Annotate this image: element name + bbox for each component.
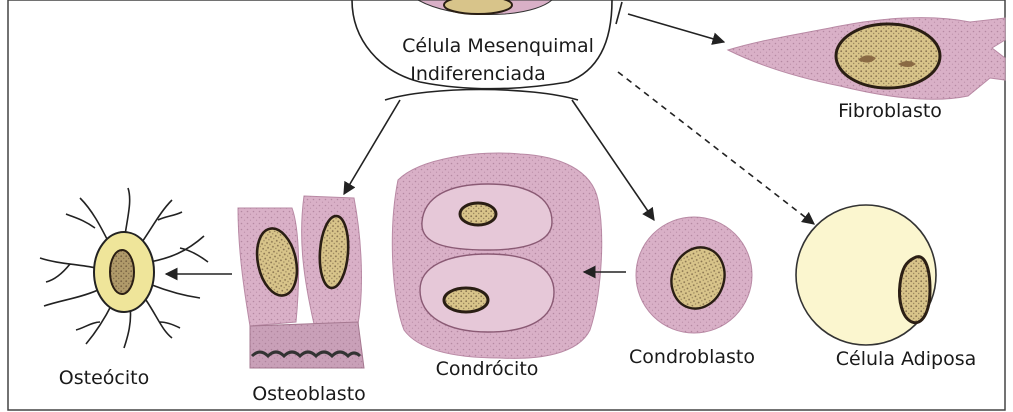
- arrow-to-adipocyte-dashed: [618, 72, 814, 224]
- adipocyte-label: Célula Adiposa: [836, 348, 976, 370]
- mesenchymal-nucleus: [444, 0, 512, 14]
- fibroblast-cell: Fibroblasto: [728, 18, 1005, 122]
- mesenchymal-boundary-lower: [385, 90, 578, 101]
- adipocyte-cell: Célula Adiposa: [796, 205, 976, 370]
- arrow-to-osteoblast: [344, 100, 400, 194]
- osteocyte-label: Osteócito: [59, 367, 149, 389]
- mesenchymal-cell: Célula Mesenquimal Indiferenciada: [352, 0, 612, 100]
- chondrocyte-label: Condrócito: [436, 358, 539, 380]
- arrow-tick: [616, 2, 622, 24]
- chondroblast-label: Condroblasto: [629, 346, 755, 368]
- osteocyte-cell: Osteócito: [40, 188, 208, 389]
- mesenchymal-label-line2: Indiferenciada: [410, 63, 546, 85]
- fibroblast-label: Fibroblasto: [838, 100, 942, 122]
- mesenchymal-label-line1: Célula Mesenquimal: [402, 35, 594, 57]
- arrow-to-fibroblast: [628, 14, 724, 42]
- chondrocyte-cell: Condrócito: [392, 153, 601, 380]
- osteoblast-label: Osteoblasto: [252, 383, 366, 405]
- chondrocyte-lower-cell: [420, 254, 554, 332]
- osteoblast-cell: Osteoblasto: [238, 196, 366, 405]
- chondroblast-cell: Condroblasto: [629, 217, 755, 368]
